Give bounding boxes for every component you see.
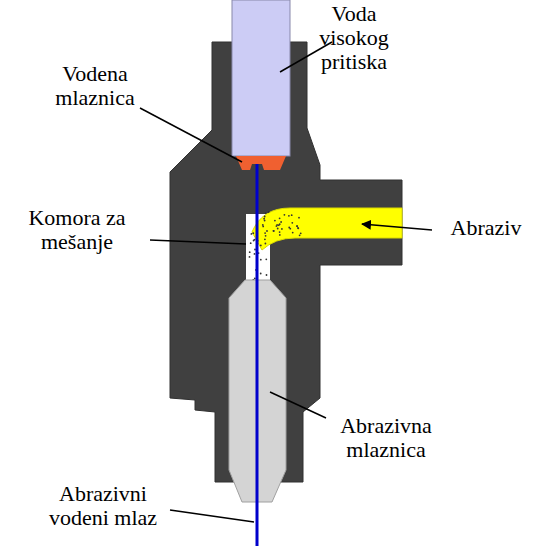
abrasive-grain xyxy=(274,220,276,222)
abrasive-grain xyxy=(265,235,267,237)
water-pipe xyxy=(232,0,290,156)
abrasive-grain xyxy=(266,274,268,276)
abrasive-grain xyxy=(298,217,300,219)
abrasive-grain xyxy=(249,251,251,253)
abrasive-grain xyxy=(281,228,283,230)
abrasive-grain xyxy=(252,232,254,234)
abrasive-grain xyxy=(249,256,251,258)
abrasive-grain xyxy=(264,216,266,218)
abrasive-grain xyxy=(266,230,268,232)
abrasive-grain xyxy=(291,222,293,224)
abrasive-grain xyxy=(288,215,290,217)
abrasive-grain xyxy=(273,230,275,232)
abrasive-grain xyxy=(300,232,302,234)
abrasive-grain xyxy=(265,258,267,260)
abrasive-grain xyxy=(262,226,264,228)
leader-line xyxy=(150,240,246,244)
leader-arrow xyxy=(362,224,432,230)
part-label: Vodena mlaznica xyxy=(40,62,150,110)
abrasive-grain xyxy=(260,273,262,275)
abrasive-grain xyxy=(291,214,293,216)
abrasive-grain xyxy=(289,228,291,230)
abrasive-grain xyxy=(276,224,278,226)
abrasive-grain xyxy=(254,239,256,241)
abrasive-grain xyxy=(264,238,266,240)
water-jet xyxy=(256,164,259,546)
abrasive-grain xyxy=(265,243,267,245)
abrasive-grain xyxy=(278,224,280,226)
abrasive-grain xyxy=(260,259,262,261)
abrasive-grain xyxy=(296,225,298,227)
leader-line xyxy=(270,392,326,418)
abrasive-grain xyxy=(264,232,266,234)
abrasive-grain xyxy=(280,221,282,223)
abrasive-grain xyxy=(297,227,299,229)
abrasive-grain xyxy=(254,278,256,280)
part-label: Komora za mešanje xyxy=(2,206,152,254)
abrasive-grain xyxy=(299,234,301,236)
abrasive-grain xyxy=(260,245,262,247)
part-label: Abrazivni vodeni mlaz xyxy=(36,482,170,530)
abrasive-grain xyxy=(273,230,275,232)
abrasive-grain xyxy=(253,240,255,242)
abrasive-grain xyxy=(279,231,281,233)
abrasive-grain xyxy=(265,212,267,214)
abrasive-grain xyxy=(279,217,281,219)
leader-line xyxy=(170,510,254,522)
leader-line xyxy=(140,108,242,162)
abrasive-grain xyxy=(279,234,281,236)
abrasive-grain xyxy=(251,233,253,235)
abrasive-grain xyxy=(277,228,279,230)
abrasive-grain xyxy=(254,253,256,255)
water-nozzle xyxy=(236,156,286,170)
abrasive-grain xyxy=(284,214,286,216)
abrasive-grain xyxy=(263,218,265,220)
abrasive-grain xyxy=(292,232,294,234)
abrasive-channel xyxy=(252,208,402,250)
abrasive-grain xyxy=(297,227,299,229)
abrasive-grain xyxy=(264,220,266,222)
part-label: Abraziv xyxy=(436,216,536,240)
abrasive-grain xyxy=(279,223,281,225)
abrasive-grain xyxy=(296,225,298,227)
abrasive-grain xyxy=(268,211,270,213)
abrasive-grain xyxy=(250,242,252,244)
part-label: Voda visokog pritiska xyxy=(300,2,408,74)
part-label: Abrazivna mlaznica xyxy=(326,414,446,462)
